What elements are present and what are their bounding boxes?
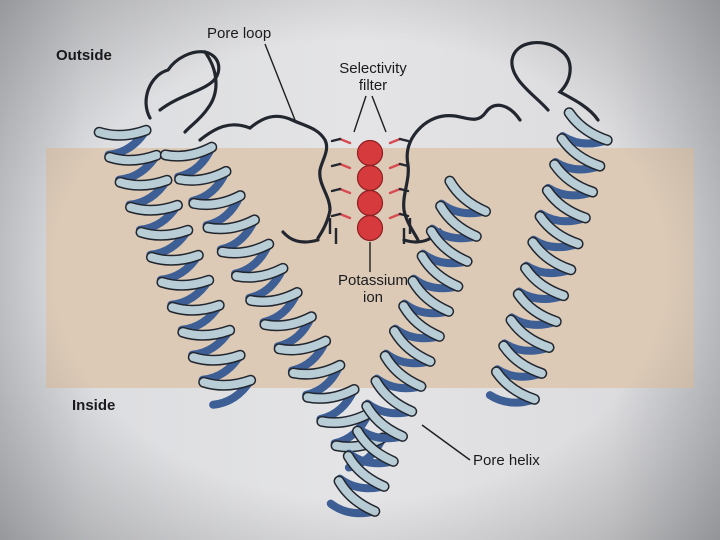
helix-left-outer-front-turn xyxy=(105,151,161,165)
helix-left-inner-front-turn xyxy=(218,240,273,258)
helix-left-outer-front-turn xyxy=(116,176,171,190)
carbonyl-oxygen-tick xyxy=(338,212,352,220)
helix-right-front-front-turn xyxy=(427,227,472,266)
helix-left-inner-front-turn xyxy=(317,409,373,427)
pore-loop-right xyxy=(402,103,522,242)
helix-left-outer-front-turn xyxy=(136,226,192,240)
helix-left-outer-front-turn xyxy=(147,251,203,265)
helix-right-front-front-turn xyxy=(399,302,444,341)
carbonyl-oxygen-tick xyxy=(338,162,352,170)
pore-helix-label: Pore helix xyxy=(473,452,540,469)
potassium-ion-label-line1: Potassium xyxy=(337,272,409,289)
outer-right-loop xyxy=(510,41,600,122)
helix-left-outer-front-turn xyxy=(157,276,213,290)
helix-right-outer-front-turn xyxy=(492,367,539,404)
selectivity-filter-leader-left xyxy=(353,95,367,133)
helix-right-outer-front-turn xyxy=(543,186,590,222)
helix-right-front-front-turn xyxy=(335,477,379,516)
potassium-ion-label: Potassium ion xyxy=(318,272,428,306)
pore-helix-leader xyxy=(421,424,471,461)
potassium-ion xyxy=(356,189,384,217)
helix-left-outer-front-turn xyxy=(168,301,224,315)
protein-helices xyxy=(93,107,613,518)
outer-left-tail xyxy=(183,50,218,134)
helix-right-outer-front-turn xyxy=(499,341,546,378)
helix-right-front-front-turn xyxy=(418,252,462,291)
selectivity-filter-leader-right xyxy=(371,95,387,133)
carbonyl-oxygen-tick xyxy=(388,162,402,170)
helix-left-inner-front-turn xyxy=(161,143,216,161)
helix-right-outer-front-turn xyxy=(536,212,583,248)
helix-left-outer-front-turn xyxy=(178,326,234,340)
helix-left-inner-front-turn xyxy=(289,361,344,379)
selectivity-filter-label-line2: filter xyxy=(358,77,388,94)
pore-loop-leader xyxy=(264,43,296,121)
helix-right-front-front-turn xyxy=(344,452,389,491)
backbone-tick xyxy=(330,137,342,143)
helix-left-outer-front-turn xyxy=(95,126,151,140)
left-linker xyxy=(281,230,320,244)
backbone-tick xyxy=(398,187,410,193)
helix-left-inner-front-turn xyxy=(275,337,330,354)
helix-left-inner xyxy=(159,141,389,472)
label-leader-lines xyxy=(264,43,471,461)
inside-label: Inside xyxy=(72,397,116,414)
selectivity-filter-label: Selectivity filter xyxy=(318,60,428,94)
helix-right-outer-front-turn xyxy=(521,264,568,300)
helix-right-outer xyxy=(485,107,613,407)
potassium-ion xyxy=(356,164,384,192)
backbone-tick xyxy=(398,162,410,168)
pore-loop-left xyxy=(198,114,332,240)
potassium-ion xyxy=(356,214,384,242)
carbonyl-oxygen-tick xyxy=(338,187,352,195)
helix-left-outer-front-turn xyxy=(126,201,182,215)
helix-right-outer-front-turn xyxy=(514,290,561,326)
helix-right-outer-front-turn xyxy=(528,238,575,274)
helix-right-front-front-turn xyxy=(445,177,490,216)
carbonyl-oxygen-tick xyxy=(388,137,402,145)
helix-right-outer-front-turn xyxy=(550,160,597,197)
selectivity-filter-region xyxy=(328,137,412,244)
helix-left-inner-front-turn xyxy=(260,312,316,330)
helix-left-inner-front-turn xyxy=(189,191,245,209)
carbonyl-oxygen-tick xyxy=(388,187,402,195)
pore-loop-label: Pore loop xyxy=(207,25,272,42)
potassium-ion-label-line2: ion xyxy=(362,289,384,306)
helix-left-inner-front-turn xyxy=(232,264,287,282)
backbone-tick xyxy=(330,187,342,193)
backbone-tick xyxy=(398,137,410,143)
helix-right-front-front-turn xyxy=(381,352,425,391)
helix-left-outer xyxy=(93,124,257,409)
helix-right-front-front-turn xyxy=(371,377,416,416)
helix-right-outer-front-turn xyxy=(565,108,612,145)
helix-right-front-front-turn xyxy=(436,202,481,241)
helix-right-outer-front-turn xyxy=(557,134,604,171)
selectivity-filter-label-line1: Selectivity xyxy=(339,60,407,77)
helix-right-front-front-turn xyxy=(408,277,453,316)
backbone-tick xyxy=(330,212,342,218)
backbone-tick xyxy=(398,212,410,218)
helix-right-front-front-turn xyxy=(362,402,407,441)
carbonyl-oxygen-tick xyxy=(338,137,352,145)
helix-left-inner-front-turn xyxy=(175,167,231,185)
helix-left-outer-front-turn xyxy=(199,376,255,390)
backbone-tick xyxy=(330,162,342,168)
helix-right-front-front-turn xyxy=(390,327,435,366)
helix-right-outer-front-turn xyxy=(507,316,553,352)
helix-left-inner-front-turn xyxy=(303,385,359,403)
helix-left-outer-front-turn xyxy=(189,351,245,365)
carbonyl-oxygen-tick xyxy=(388,212,402,220)
helix-left-inner-front-turn xyxy=(246,288,302,306)
helix-right-front-front-turn xyxy=(353,427,398,466)
potassium-ion xyxy=(356,139,384,167)
helix-right-front xyxy=(326,175,492,518)
protein-loops xyxy=(144,41,600,244)
helix-left-inner-front-turn xyxy=(204,215,259,233)
outside-label: Outside xyxy=(56,47,112,64)
